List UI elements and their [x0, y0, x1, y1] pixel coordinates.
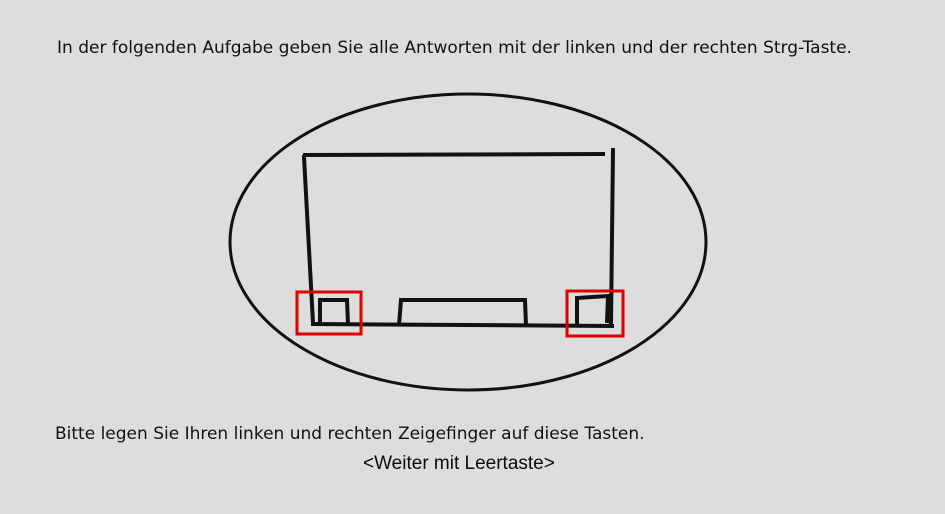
keyboard-outline-ellipse [228, 92, 708, 392]
left-ctrl-key [318, 298, 350, 325]
keyboard-body [301, 147, 616, 329]
left-ctrl-highlight [295, 290, 363, 336]
continue-hint: <Weiter mit Leertaste> [363, 453, 555, 474]
right-ctrl-key [575, 293, 611, 327]
space-bar-key [397, 298, 528, 327]
instruction-text-top: In der folgenden Aufgabe geben Sie alle … [57, 38, 852, 58]
instruction-text-bottom: Bitte legen Sie Ihren linken und rechten… [55, 424, 645, 444]
right-ctrl-highlight [565, 289, 625, 338]
